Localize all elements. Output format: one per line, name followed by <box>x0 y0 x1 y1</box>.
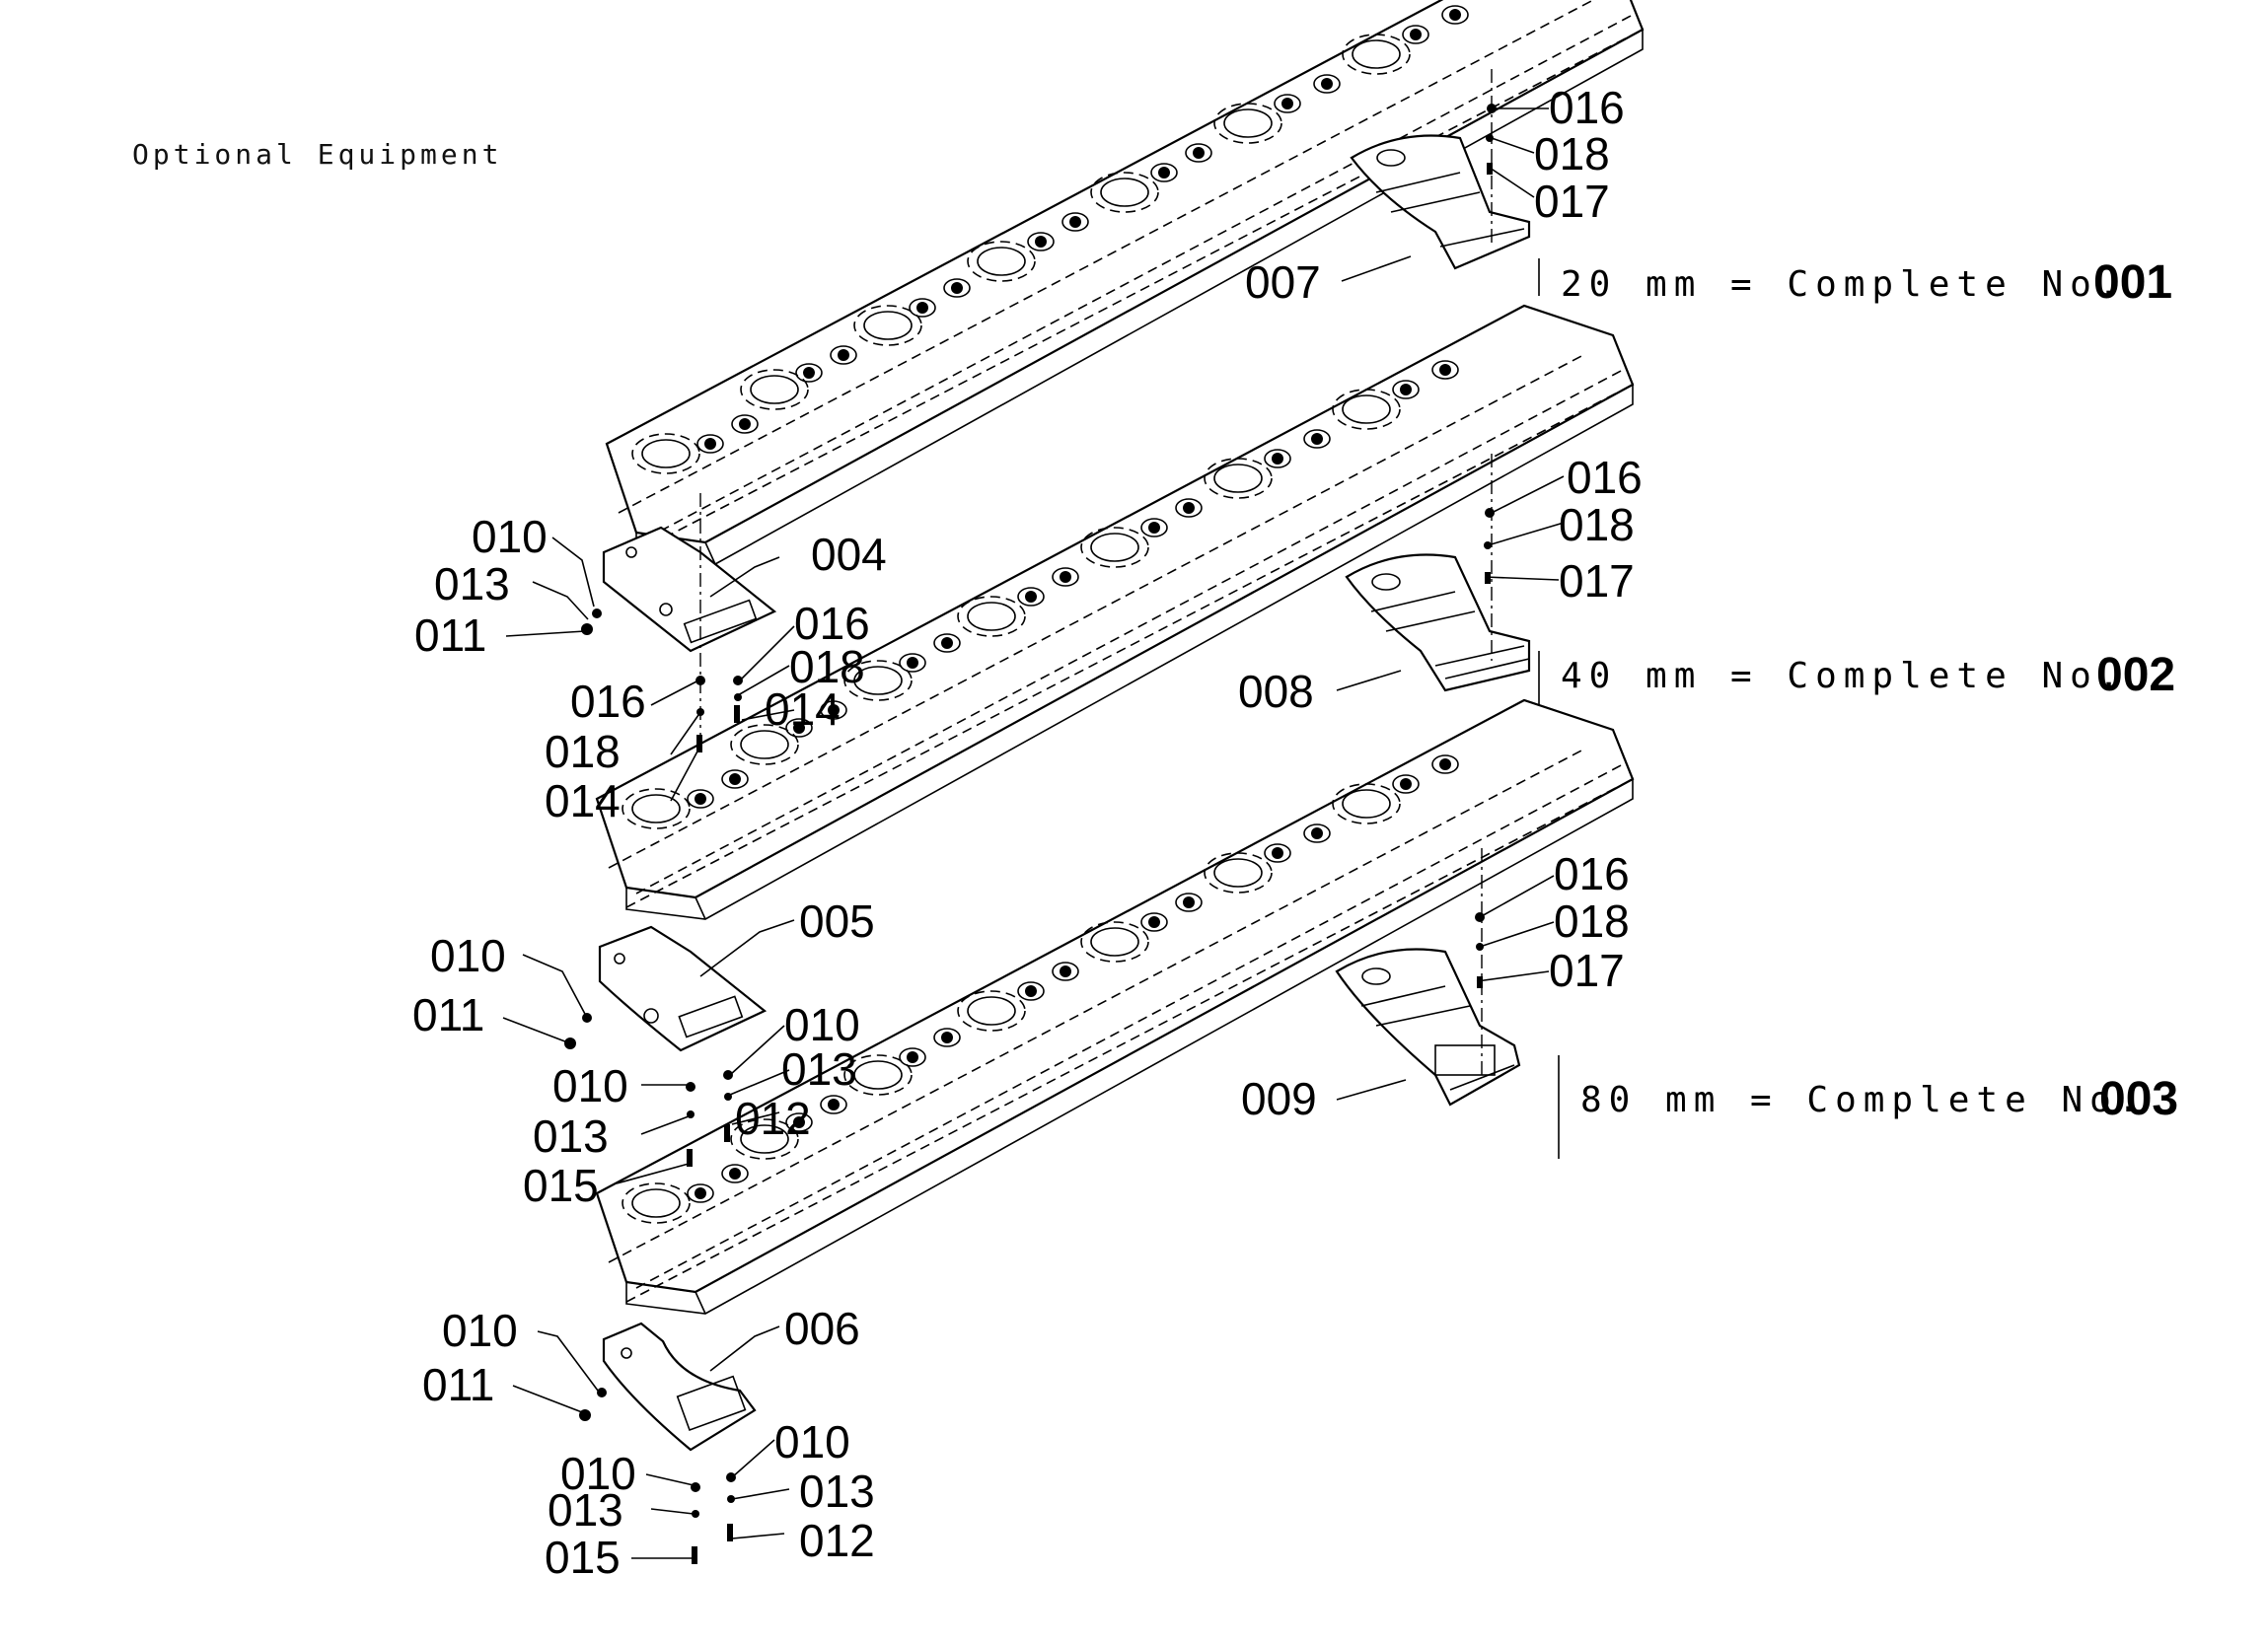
skid-005 <box>598 925 768 1052</box>
callout-010: 010 <box>430 930 506 981</box>
skid-004 <box>602 526 777 653</box>
spec-number-1: 001 <box>2093 256 2172 309</box>
callout-006: 006 <box>784 1303 860 1354</box>
callout-013: 013 <box>799 1466 875 1517</box>
spec-number-2: 002 <box>2096 649 2175 701</box>
callout-016: 016 <box>570 676 646 727</box>
callout-010: 010 <box>442 1305 518 1356</box>
callout-016: 016 <box>1554 848 1630 899</box>
callout-015: 015 <box>545 1532 621 1583</box>
callouts: 016 018 017 007 016 018 017 008 016 018 … <box>412 82 1643 1583</box>
spec-notes: 20 mm = Complete No. 001 40 mm = Complet… <box>1561 256 2178 1125</box>
callout-004: 004 <box>811 529 887 580</box>
callout-018: 018 <box>1554 895 1630 947</box>
skid-007 <box>1350 134 1531 270</box>
skid-009 <box>1335 948 1521 1107</box>
spec-line-1: 20 mm = Complete No. <box>1561 264 2126 305</box>
callout-012: 012 <box>799 1515 875 1566</box>
callout-017: 017 <box>1534 176 1610 227</box>
cutter-bar-beam-1 <box>605 0 1645 566</box>
page-heading: Optional Equipment <box>132 138 503 171</box>
callout-016: 016 <box>1549 82 1625 133</box>
callout-018: 018 <box>1559 499 1635 550</box>
callout-009: 009 <box>1241 1073 1317 1124</box>
callout-014: 014 <box>545 775 621 826</box>
callout-010: 010 <box>552 1060 628 1111</box>
callout-010: 010 <box>560 1448 636 1499</box>
callout-012: 012 <box>735 1093 811 1144</box>
callout-005: 005 <box>799 895 875 947</box>
callout-013: 013 <box>533 1110 609 1162</box>
callout-015: 015 <box>523 1160 599 1211</box>
callout-018: 018 <box>789 641 865 692</box>
callout-013: 013 <box>434 558 510 609</box>
callout-014: 014 <box>765 683 841 735</box>
callout-017: 017 <box>1549 945 1625 996</box>
skid-006 <box>602 1322 757 1452</box>
callout-018: 018 <box>545 726 621 777</box>
callout-018: 018 <box>1534 128 1610 179</box>
callout-016: 016 <box>1567 452 1643 503</box>
callout-011: 011 <box>414 609 486 661</box>
callout-010: 010 <box>774 1416 850 1467</box>
callout-013: 013 <box>548 1484 623 1536</box>
callout-016: 016 <box>794 598 870 649</box>
callout-010: 010 <box>784 999 860 1050</box>
callout-010: 010 <box>472 511 548 562</box>
callout-007: 007 <box>1245 256 1321 308</box>
spec-line-2: 40 mm = Complete No. <box>1561 656 2126 696</box>
callout-011: 011 <box>412 989 484 1040</box>
callout-008: 008 <box>1238 666 1314 717</box>
hardware-left <box>564 493 743 1564</box>
callout-013: 013 <box>781 1043 857 1095</box>
spec-line-3: 80 mm = Complete No. <box>1580 1080 2146 1120</box>
spec-number-3: 003 <box>2099 1073 2178 1125</box>
callout-011: 011 <box>422 1359 494 1410</box>
skid-008 <box>1345 553 1531 692</box>
callout-017: 017 <box>1559 555 1635 607</box>
leader-lines <box>502 107 1565 1559</box>
